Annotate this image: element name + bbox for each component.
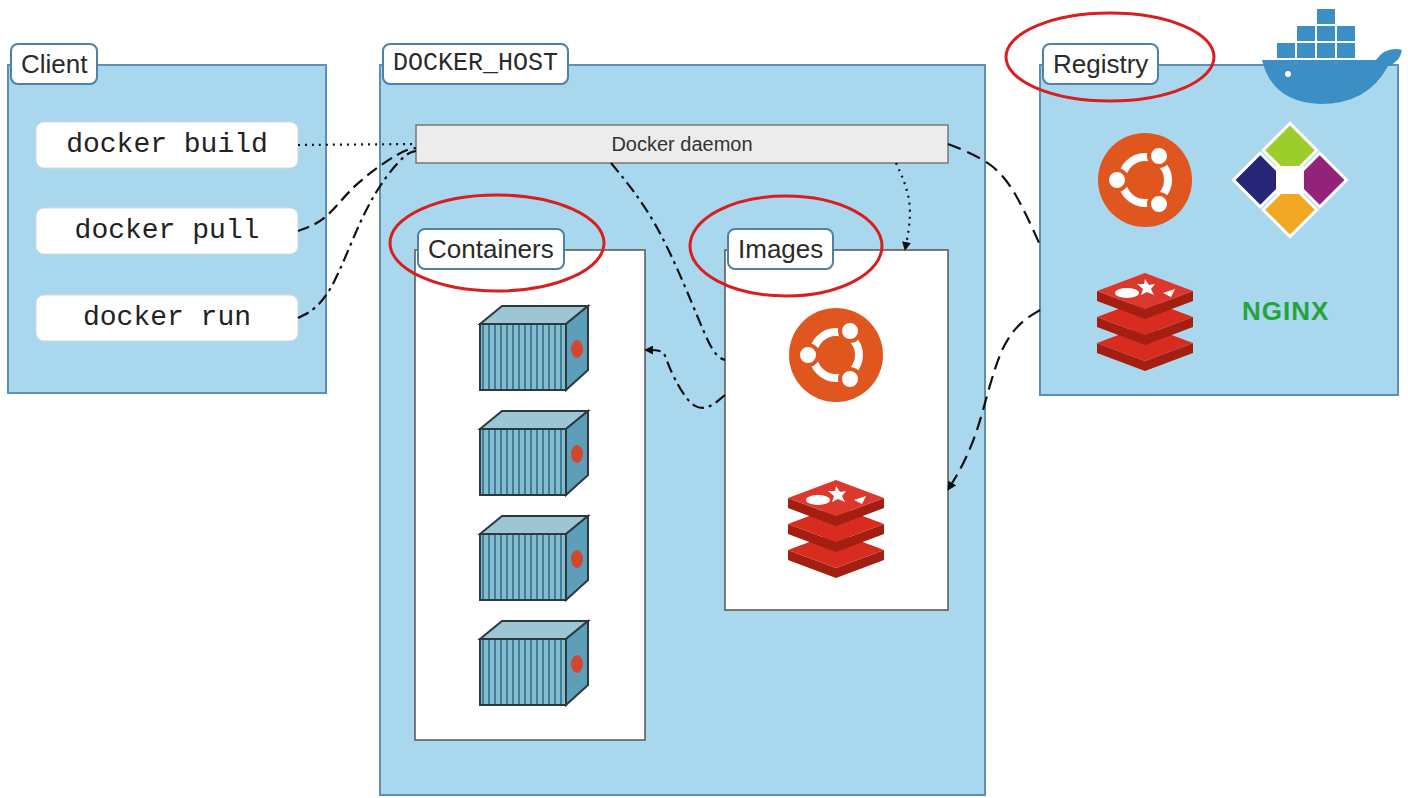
docker-whale (1276, 42, 1296, 59)
ubuntu-logo (1098, 133, 1192, 227)
redis-logo (788, 273, 1193, 578)
docker-whale (1296, 42, 1316, 59)
highlight-ellipse (390, 195, 604, 291)
flow-connector (948, 144, 1040, 245)
images-box: Images (725, 250, 948, 610)
docker-whale (1276, 8, 1356, 59)
redis-logo (1097, 273, 1193, 371)
docker-whale (1316, 25, 1336, 42)
box-fills (8, 65, 1398, 795)
redis-logo (788, 480, 884, 578)
box-fill (380, 65, 985, 795)
daemon-label: Docker daemon (611, 131, 752, 157)
box-fill (8, 65, 326, 393)
panel-title: Client (10, 43, 98, 85)
client-panel: docker builddocker pulldocker runClient (8, 65, 326, 393)
connector-layer (298, 144, 1040, 490)
container-icon (480, 306, 588, 705)
box-fill (725, 250, 948, 610)
highlight-ellipse (690, 196, 882, 296)
panel-title: Registry (1042, 43, 1159, 85)
command-label: docker run (83, 301, 251, 335)
box-title: Images (727, 228, 834, 270)
container-icon (480, 516, 588, 600)
registry-panel: Registry (1040, 65, 1398, 395)
flow-connector (896, 163, 910, 250)
command-box: docker pull (36, 208, 298, 254)
containers-box: Containers (415, 250, 645, 740)
box-fill (1040, 65, 1398, 395)
box-title: Containers (417, 228, 565, 270)
command-box: docker run (36, 295, 298, 341)
panel-title: DOCKER_HOST (382, 43, 569, 85)
host-panel: Docker daemonContainersImagesDOCKER_HOST (380, 65, 985, 795)
container-icon (480, 306, 588, 390)
flow-connector (298, 144, 416, 145)
docker-whale (1285, 71, 1291, 77)
box-fill (416, 125, 948, 163)
flow-connector (298, 151, 416, 318)
box-fill (36, 208, 298, 254)
logo-wordmark: NGINX (1242, 296, 1329, 327)
ubuntu-logo (789, 308, 883, 402)
container-icon (480, 621, 588, 705)
command-label: docker pull (75, 214, 260, 248)
centos-logo (1233, 123, 1346, 236)
flow-connector (645, 350, 725, 408)
command-box: docker build (36, 122, 298, 168)
ubuntu-logo (789, 133, 1192, 402)
flow-connector (611, 163, 725, 360)
daemon-bar: Docker daemon (416, 125, 948, 163)
flow-connector (948, 310, 1040, 490)
flow-connector (298, 148, 416, 231)
container-icon (480, 411, 588, 495)
docker-whale (1336, 25, 1356, 42)
box-fill (415, 250, 645, 740)
docker-whale (1262, 8, 1402, 104)
docker-whale (1316, 8, 1336, 25)
highlight-ellipse (1006, 13, 1214, 101)
docker-whale (1336, 42, 1356, 59)
docker-whale (1296, 25, 1316, 42)
command-label: docker build (66, 128, 268, 162)
docker-whale (1316, 42, 1336, 59)
box-fill (36, 295, 298, 341)
centos-logo (1276, 166, 1304, 194)
box-fill (36, 122, 298, 168)
